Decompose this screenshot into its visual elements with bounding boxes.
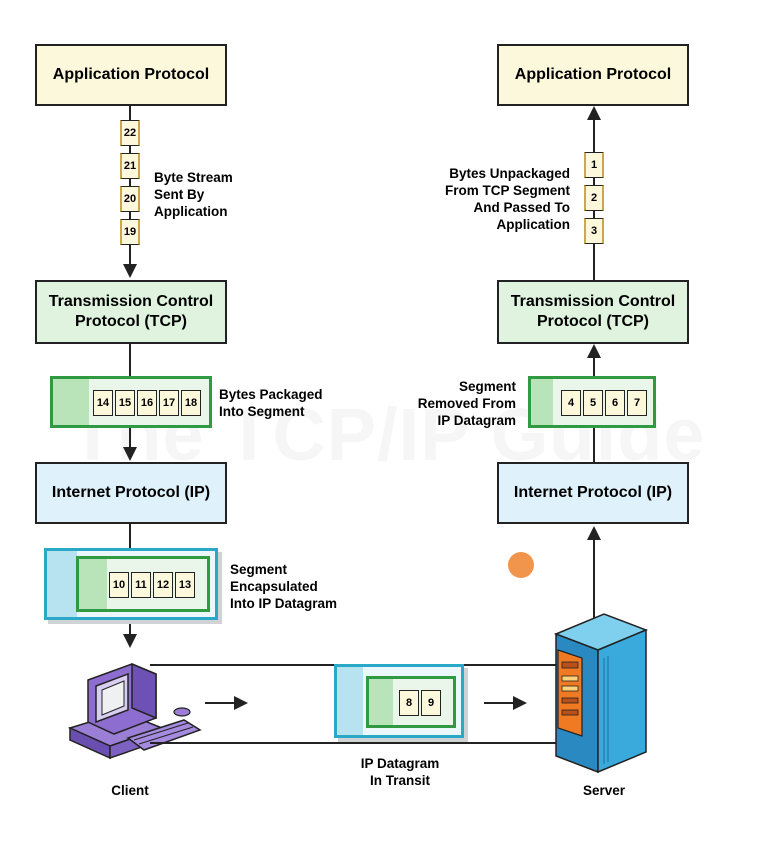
- transit-arrow-right-head: [513, 696, 527, 710]
- client-tcp-arrowhead: [123, 447, 137, 461]
- transit-byte: 9: [421, 690, 441, 716]
- server-ip-line: [593, 538, 595, 620]
- segment-header: [79, 559, 107, 609]
- datagram-header: [337, 667, 363, 735]
- client-datagram-byte: 11: [131, 572, 151, 598]
- server-segment-byte: 5: [583, 390, 603, 416]
- client-datagram-byte: 10: [109, 572, 129, 598]
- client-tcp-label: Transmission Control Protocol (TCP): [48, 293, 214, 330]
- transit-segment: [366, 676, 456, 728]
- server-tower-icon: [553, 613, 649, 774]
- transit-arrow-left-head: [234, 696, 248, 710]
- server-segment-byte: 7: [627, 390, 647, 416]
- server-application-protocol-box: Application Protocol: [497, 44, 689, 106]
- client-stream-byte: 22: [120, 120, 140, 146]
- server-ip-label: Internet Protocol (IP): [513, 484, 673, 501]
- client-computer-icon: [67, 662, 202, 760]
- server-stream-byte: 3: [584, 218, 604, 244]
- client-ip-box: Internet Protocol (IP): [35, 462, 227, 524]
- server-tcp-label: Transmission Control Protocol (TCP): [510, 293, 676, 330]
- datagram-header: [47, 551, 77, 617]
- client-segment-byte: 16: [137, 390, 157, 416]
- client-segment-byte: 14: [93, 390, 113, 416]
- transit-byte: 8: [399, 690, 419, 716]
- segment-header: [369, 679, 393, 725]
- client-datagram-byte: 12: [153, 572, 173, 598]
- client-stream-byte: 19: [120, 219, 140, 245]
- client-datagram-label: Segment Encapsulated Into IP Datagram: [230, 562, 338, 611]
- server-tcp-arrowhead: [587, 344, 601, 358]
- client-ip-arrowhead: [123, 634, 137, 648]
- transit-arrow-left-shaft: [205, 702, 235, 704]
- client-segment-byte: 18: [181, 390, 201, 416]
- client-stream-byte: 20: [120, 186, 140, 212]
- server-stream-arrowhead: [587, 106, 601, 120]
- client-segment-byte: 17: [159, 390, 179, 416]
- client-application-protocol-label: Application Protocol: [52, 66, 210, 83]
- client-segment-byte: 15: [115, 390, 135, 416]
- segment-header: [53, 379, 89, 425]
- client-application-protocol-box: Application Protocol: [35, 44, 227, 106]
- server-segment-label: Segment Removed From IP Datagram: [417, 379, 516, 428]
- server-stream-byte: 2: [584, 185, 604, 211]
- network-bottom-line: [150, 742, 570, 744]
- client-stream-label: Byte Stream Sent By Application: [154, 170, 233, 219]
- transit-label: IP Datagram In Transit: [360, 756, 440, 788]
- server-ip-arrowhead: [587, 526, 601, 540]
- server-segment-byte: 6: [605, 390, 625, 416]
- mouse-cursor-highlight: [508, 552, 534, 578]
- segment-header: [531, 379, 553, 425]
- server-stream-label: Bytes Unpackaged From TCP Segment And Pa…: [444, 166, 570, 232]
- server-stream-byte: 1: [584, 152, 604, 178]
- client-host-label: Client: [111, 783, 149, 798]
- client-ip-label: Internet Protocol (IP): [51, 484, 211, 501]
- client-tcp-box: Transmission Control Protocol (TCP): [35, 280, 227, 344]
- client-stream-byte: 21: [120, 153, 140, 179]
- server-application-protocol-label: Application Protocol: [514, 66, 672, 83]
- server-host-label: Server: [582, 783, 626, 798]
- client-segment-label: Bytes Packaged Into Segment: [219, 387, 323, 419]
- transit-arrow-right-shaft: [484, 702, 514, 704]
- server-tcp-box: Transmission Control Protocol (TCP): [497, 280, 689, 344]
- server-segment-byte: 4: [561, 390, 581, 416]
- server-ip-box: Internet Protocol (IP): [497, 462, 689, 524]
- client-datagram-byte: 13: [175, 572, 195, 598]
- client-stream-arrowhead: [123, 264, 137, 278]
